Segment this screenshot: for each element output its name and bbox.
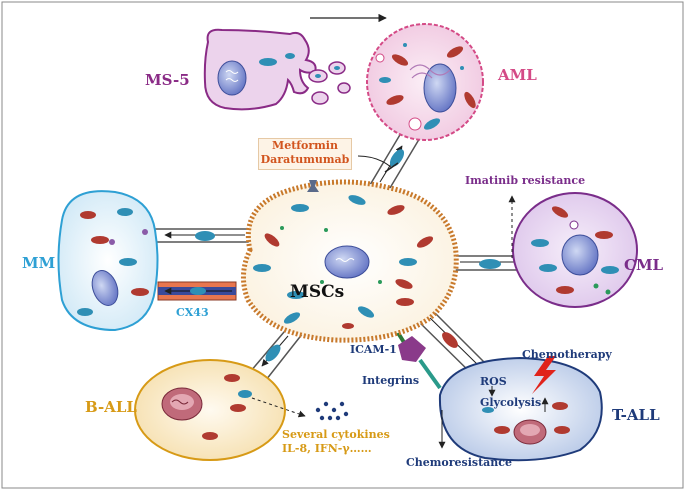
aml-cell	[366, 23, 484, 141]
tunnel-to-mm	[150, 228, 255, 243]
integrins-label: Integrins	[362, 374, 419, 387]
msc-cell	[241, 179, 459, 343]
ros-label: ROS	[480, 375, 507, 388]
cml-cell	[512, 192, 638, 308]
inhibition-line	[357, 155, 393, 169]
tall-label: T-ALL	[612, 406, 660, 424]
ball-label: B-ALL	[85, 398, 137, 416]
cml-label: CML	[624, 256, 664, 274]
cytokines-list-label: IL-8, IFN-γ……	[282, 442, 372, 455]
tall-cell	[438, 356, 603, 462]
cytokine-dots	[315, 401, 349, 421]
msc-label: MSCs	[290, 282, 344, 302]
cytokines-label: Several cytokines	[282, 428, 390, 441]
tunnel-to-ball	[249, 324, 304, 381]
imatinib-resistance-label: Imatinib resistance	[465, 174, 585, 187]
icam-label: ICAM-1	[350, 343, 397, 356]
ms5-label: MS-5	[145, 71, 190, 89]
chemotherapy-label: Chemotherapy	[522, 348, 612, 361]
chemoresistance-label: Chemoresistance	[406, 456, 512, 469]
cx43-junction	[157, 281, 237, 301]
chemotherapy-bolt-icon	[532, 356, 556, 394]
ms5-cell	[203, 28, 351, 111]
drug-box: Metformin Daratumumab	[258, 138, 352, 170]
drug-daratumumab: Daratumumab	[260, 153, 350, 166]
cx43-label: CX43	[176, 306, 209, 319]
aml-label: AML	[497, 66, 537, 84]
glycolysis-label: Glycolysis	[480, 396, 541, 409]
mm-cell	[57, 190, 159, 332]
ball-cell	[134, 359, 286, 461]
mm-label: MM	[22, 254, 55, 272]
drug-metformin: Metformin	[272, 139, 338, 152]
tunnel-to-tall	[414, 305, 493, 381]
